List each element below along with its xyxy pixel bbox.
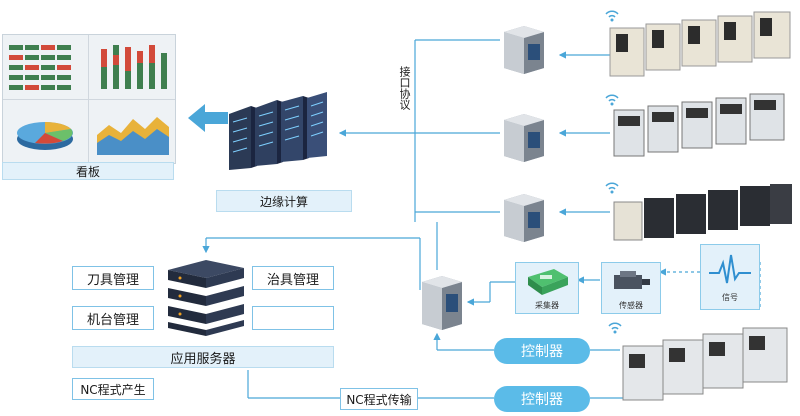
application-server-label: 应用服务器	[72, 346, 334, 368]
gateway-icon-3	[504, 194, 544, 242]
sensor-icon	[614, 271, 650, 289]
signal-wave-icon	[709, 254, 751, 284]
controller-pill-2: 控制器	[494, 386, 590, 412]
tool-management-box: 刀具管理	[72, 266, 154, 290]
machine-row-4	[608, 322, 788, 401]
table-thumbnail	[9, 45, 71, 90]
pie-thumbnail	[17, 122, 73, 150]
nc-transfer-label: NC程式传输	[340, 388, 418, 410]
application-server-icon	[168, 260, 244, 336]
nc-generate-label: NC程式产生	[72, 378, 154, 400]
bar-thumbnail	[101, 45, 167, 89]
dashboard-panel	[2, 34, 176, 164]
gateway-icon-1	[504, 26, 544, 74]
collector-box: 采集器	[515, 262, 579, 314]
dashboard-label: 看板	[2, 162, 174, 180]
machine-row-3	[605, 182, 792, 241]
machine-row-2	[605, 93, 785, 157]
empty-module-box	[252, 306, 334, 330]
machine-row-1	[605, 10, 791, 77]
gateway-icon-4	[422, 276, 462, 330]
area-thumbnail	[97, 117, 169, 155]
collector-label: 采集器	[535, 301, 559, 310]
gateway-icon-2	[504, 114, 544, 162]
signal-label: 信号	[722, 293, 738, 302]
sensor-label: 传感器	[619, 301, 643, 310]
edge-computing-label: 边缘计算	[216, 190, 352, 212]
fixture-management-box: 治具管理	[252, 266, 334, 290]
collector-icon	[528, 269, 568, 295]
interface-protocol-label: 接口协议	[398, 66, 411, 110]
edge-server-racks	[229, 92, 327, 170]
sensor-box: 传感器	[601, 262, 661, 314]
signal-box: 信号	[700, 244, 760, 310]
machine-management-box: 机台管理	[72, 306, 154, 330]
controller-pill-1: 控制器	[494, 338, 590, 364]
